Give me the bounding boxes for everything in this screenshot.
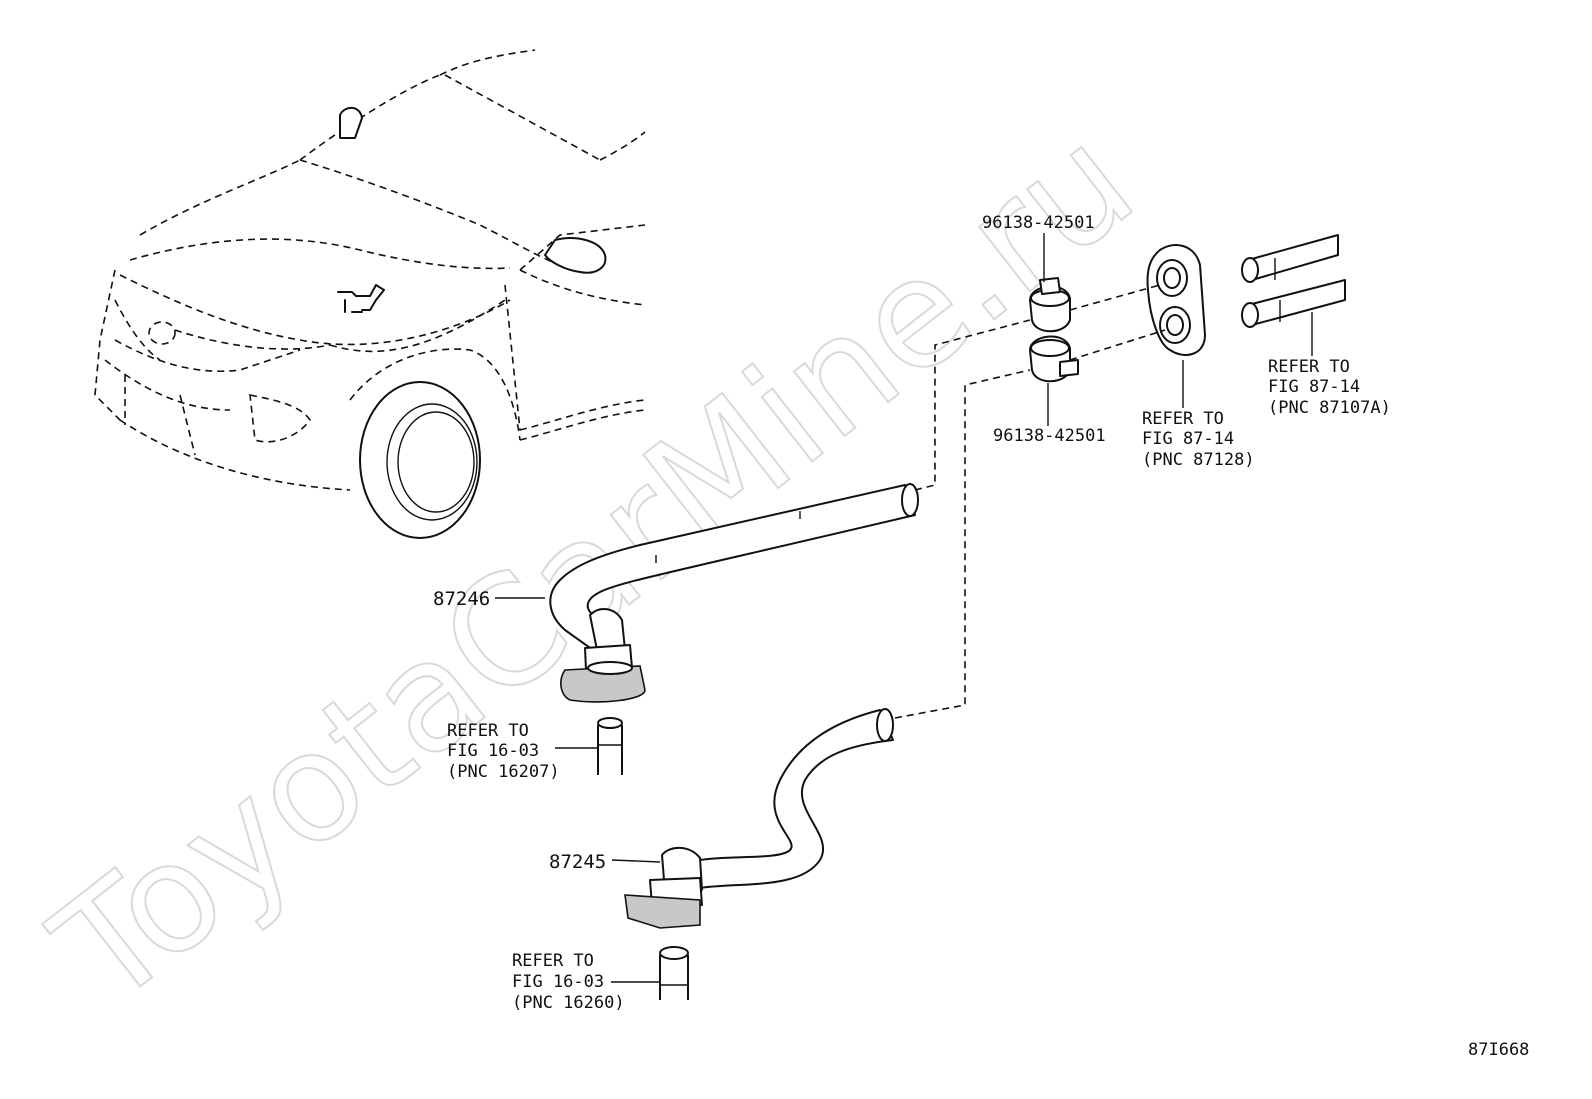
ref-engine-outlet-lower-line1: REFER TO: [512, 951, 594, 971]
ref-engine-outlet-lower-line3: (PNC 16260): [512, 993, 625, 1013]
part-number-hose-lower: 87245: [549, 851, 606, 873]
hose-87245: [624, 708, 894, 929]
figure-code: 87I668: [1468, 1040, 1529, 1060]
engine-outlet-pipe-upper: [597, 717, 623, 775]
hose-87246: [549, 483, 919, 703]
engine-outlet-pipe-lower: [659, 946, 689, 1000]
ref-grommet-line3: (PNC 87128): [1142, 450, 1255, 470]
routing-lines: [894, 284, 1166, 719]
vehicle-illustration: [94, 49, 646, 539]
ref-engine-outlet-lower: REFER TO FIG 16-03 (PNC 16260): [512, 951, 625, 1013]
part-number-clamp-lower: 96138-42501: [993, 426, 1106, 446]
ref-heater-pipes-line2: FIG 87-14: [1268, 377, 1360, 397]
ref-grommet-line1: REFER TO: [1142, 409, 1224, 429]
ref-engine-outlet-lower-line2: FIG 16-03: [512, 972, 604, 992]
clamp-upper: [1029, 277, 1071, 333]
part-number-hose-upper: 87246: [433, 588, 490, 610]
ref-engine-outlet-upper-line3: (PNC 16207): [447, 762, 560, 782]
ref-grommet-line2: FIG 87-14: [1142, 429, 1234, 449]
leader-lines: [495, 233, 1313, 983]
grommet: [1146, 244, 1206, 356]
clamp-lower: [1029, 335, 1079, 383]
ref-engine-outlet-upper-line1: REFER TO: [447, 721, 529, 741]
ref-engine-outlet-upper: REFER TO FIG 16-03 (PNC 16207): [447, 721, 560, 782]
ref-heater-pipes-line3: (PNC 87107A): [1268, 398, 1391, 418]
ref-engine-outlet-upper-line2: FIG 16-03: [447, 741, 539, 761]
part-number-clamp-upper: 96138-42501: [982, 213, 1095, 233]
ref-heater-pipes: REFER TO FIG 87-14 (PNC 87107A): [1268, 357, 1391, 418]
ref-heater-pipes-line1: REFER TO: [1268, 357, 1350, 377]
heater-pipes: [1241, 234, 1346, 328]
ref-grommet: REFER TO FIG 87-14 (PNC 87128): [1142, 409, 1255, 470]
